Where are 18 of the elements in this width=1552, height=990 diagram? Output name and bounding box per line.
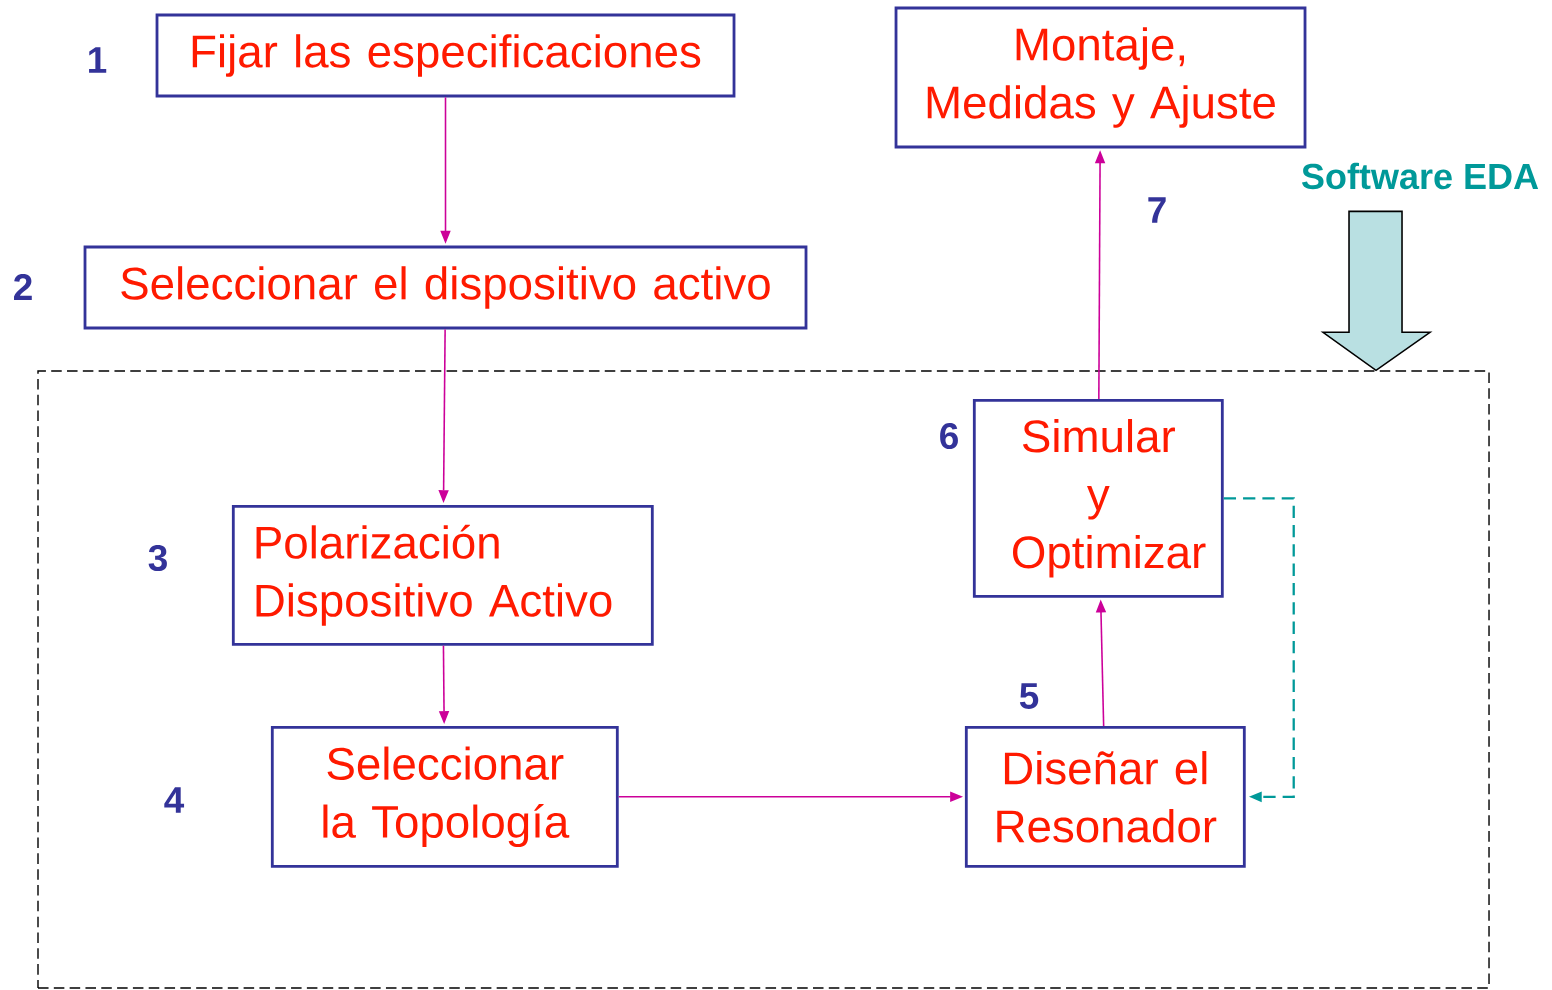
step-number: 6 — [940, 422, 958, 450]
process-box: Simular y Optimizar — [972, 398, 1224, 598]
process-box: Polarización Dispositivo Activo — [231, 504, 654, 646]
step-number: 3 — [148, 544, 167, 572]
dashed-frame — [37, 370, 1490, 989]
annotation-text: Software EDA — [1301, 162, 1539, 190]
process-box: Diseñar el Resonador — [964, 725, 1246, 868]
step-number: 4 — [164, 787, 185, 813]
process-box: Montaje, Medidas y Ajuste — [894, 6, 1307, 149]
step-number: 5 — [1019, 683, 1039, 709]
process-box: Seleccionar el dispositivo activo — [83, 245, 808, 330]
process-box: Seleccionar la Topología — [270, 725, 619, 868]
step-number: 1 — [89, 47, 107, 73]
process-box: Fijar las especificaciones — [155, 13, 736, 98]
feedback-arrow — [1223, 497, 1295, 803]
step-number: 2 — [14, 274, 32, 300]
block-arrow — [1320, 210, 1433, 372]
step-number: 7 — [1148, 197, 1166, 223]
